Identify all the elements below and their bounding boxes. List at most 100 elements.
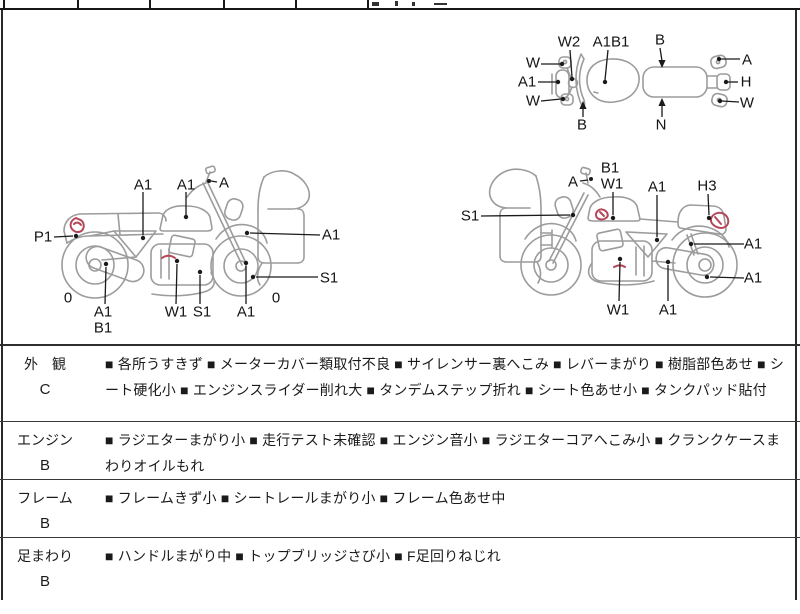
rear-wheel — [672, 232, 738, 298]
diagram-label: B1 — [600, 159, 620, 177]
diagram-label: W — [739, 94, 755, 112]
frame-triangle — [113, 230, 157, 258]
defect-list: ■ ラジエターまがり小 ■ 走行テスト未確認 ■ エンジン音小 ■ ラジエターコ… — [105, 432, 781, 474]
category-label: 足まわり — [17, 548, 73, 564]
diagram-label: A1B1 — [592, 33, 630, 51]
rear-wheel — [61, 231, 129, 299]
rear-wheel-rim — [75, 245, 115, 285]
diagram-label: H — [740, 73, 752, 91]
category-cell: エンジン B — [0, 422, 90, 479]
fuel-tank — [159, 205, 213, 232]
diagram-label: A1 — [658, 301, 678, 319]
handlebar — [186, 182, 207, 198]
diagram-label: A1 — [133, 176, 153, 194]
fuel-tank-top — [586, 58, 640, 104]
front-box-cowl-edge — [535, 175, 542, 209]
top-view-annotations — [538, 47, 740, 117]
front-fork — [548, 192, 589, 264]
rear-wheel-rim — [686, 246, 724, 284]
red-mark-engine — [161, 254, 176, 259]
table-row: エンジン B ■ ラジエターまがり小 ■ 走行テスト未確認 ■ エンジン音小 ■… — [0, 421, 800, 479]
diagram-label: W1 — [600, 175, 624, 193]
diagram-label: P1 — [33, 228, 53, 246]
handlebar — [566, 67, 573, 95]
front-wheel-rim — [223, 248, 259, 284]
category-label: エンジン — [17, 432, 73, 448]
tank-detail — [593, 91, 599, 94]
front-box-cowl — [263, 170, 311, 210]
left-grip-end — [562, 59, 568, 65]
front-box-cowl — [488, 168, 537, 209]
defect-list: ■ 各所うすきず ■ メーターカバー類取付不良 ■ サイレンサー裏へこみ ■ レ… — [105, 356, 785, 398]
diagram-label: A1 — [517, 73, 537, 91]
clipped-header-row — [0, 0, 800, 10]
diagram-label: W2 — [557, 33, 581, 51]
carburetor — [168, 234, 196, 258]
diagram-label: A — [218, 174, 230, 192]
front-box-cowl-edge — [257, 176, 265, 210]
diagram-label: B1 — [93, 319, 113, 337]
diagram-label: A1 — [743, 269, 763, 287]
rear-hub — [698, 258, 712, 272]
headlight — [554, 196, 574, 219]
seat-top — [642, 66, 708, 98]
red-mark-rear-fender-detail — [73, 221, 82, 226]
red-mark-rear-fender — [69, 217, 85, 233]
grade-value: C — [39, 381, 51, 398]
diagram-top-view: W2 A1B1 B W A1 W B N A H W — [500, 28, 780, 140]
muffler — [655, 246, 715, 277]
diagram-label: 0 — [63, 289, 73, 307]
handlebar — [582, 182, 601, 198]
grade-value: B — [39, 515, 50, 532]
right-side-annotations — [480, 177, 745, 302]
seat-seam — [117, 213, 121, 236]
front-box-bracket — [540, 229, 553, 249]
headlight — [224, 198, 244, 221]
grade-value: B — [39, 457, 50, 474]
diagram-label: B — [576, 116, 588, 134]
red-mark-tail-cowl — [709, 211, 730, 229]
front-box-strap — [536, 261, 542, 284]
category-cell: フレーム B — [0, 480, 90, 537]
table-cell-divider — [3, 0, 5, 8]
fuel-tank — [587, 196, 641, 222]
diagram-label: B — [654, 31, 666, 49]
right-grip-end — [564, 96, 570, 102]
diagram-label: W1 — [164, 303, 188, 321]
front-fender — [524, 222, 577, 242]
table-cell-divider — [77, 0, 79, 8]
diagram-label: A1 — [743, 235, 763, 253]
engine-fins — [635, 245, 645, 277]
clipped-text-fragment — [395, 1, 398, 6]
carburetor — [596, 228, 624, 252]
diagram-label: W — [525, 54, 541, 72]
diagram-label: S1 — [192, 303, 212, 321]
category-cell: 足まわり B — [0, 538, 90, 614]
diagram-label: S1 — [319, 269, 339, 287]
exhaust-pipe — [151, 272, 216, 297]
front-hub — [545, 259, 557, 271]
front-box-body — [499, 207, 542, 263]
diagram-label: A1 — [321, 226, 341, 244]
tail-and-seat-top — [63, 212, 167, 244]
motorcycle-top-view-outline — [551, 53, 731, 109]
swingarm — [651, 260, 676, 264]
red-mark-fuel-tank-detail — [599, 211, 605, 217]
frame-triangle — [625, 231, 668, 258]
grade-value: B — [39, 573, 50, 590]
exhaust-pipe — [587, 262, 655, 286]
diagram-label: H3 — [697, 177, 717, 195]
clipped-text-fragment — [412, 2, 415, 6]
engine — [150, 243, 214, 286]
diagram-label: W1 — [606, 301, 630, 319]
mirror — [580, 166, 591, 176]
diagram-label: A — [567, 173, 579, 191]
table-cell-divider — [223, 0, 225, 8]
page-border-left — [1, 0, 3, 600]
table-row: 足まわり B ■ ハンドルまがり中 ■ トップブリッジさび小 ■ F足回りねじれ — [0, 537, 800, 614]
category-label: 外 観 — [24, 356, 66, 372]
diagram-left-side: A1 A1 A P1 A1 S1 0 A1 B1 W1 S1 A1 0 — [30, 165, 350, 340]
category-cell: 外 観 C — [0, 346, 90, 421]
seat-top — [639, 218, 679, 223]
front-fork — [202, 180, 247, 266]
